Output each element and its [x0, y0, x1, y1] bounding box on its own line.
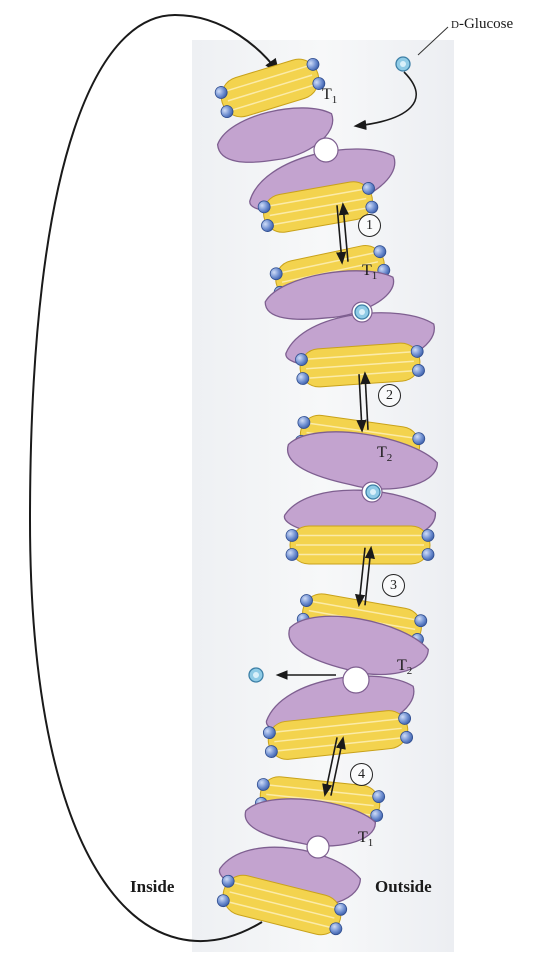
- lipid-head: [412, 364, 425, 377]
- glucose-label: D-Glucose: [451, 16, 513, 33]
- lipid-head: [295, 353, 308, 366]
- lipid-head: [286, 530, 298, 542]
- state-label-2-letter: T: [362, 262, 372, 279]
- lipid-head: [286, 549, 298, 561]
- lipid-head: [411, 345, 424, 358]
- state-label-4: T2: [397, 657, 412, 677]
- state-label-5-sub: 1: [368, 837, 374, 849]
- state-label-4-sub: 2: [407, 665, 413, 677]
- step-marker-2: 2: [378, 384, 401, 407]
- outside-label: Outside: [375, 877, 432, 897]
- glucose-core: [359, 309, 365, 315]
- state-label-4-letter: T: [397, 657, 407, 674]
- state-label-2-sub: 1: [372, 270, 378, 282]
- glucose-label-name: -Glucose: [459, 16, 513, 32]
- lipid-head: [422, 530, 434, 542]
- glucose-core: [253, 672, 259, 678]
- binding-site-open: [343, 667, 369, 693]
- state-label-1-letter: T: [322, 86, 332, 103]
- lipid-head: [422, 549, 434, 561]
- binding-site-open: [307, 836, 329, 858]
- helix-bundle-lower: [286, 526, 434, 564]
- step-marker-3: 3: [382, 574, 405, 597]
- step-marker-1: 1: [358, 214, 381, 237]
- state-label-1-sub: 1: [332, 94, 338, 106]
- glucose-core: [370, 489, 376, 495]
- state-label-2: T1: [362, 262, 377, 282]
- state-label-5: T1: [358, 829, 373, 849]
- state-label-5-letter: T: [358, 829, 368, 846]
- inside-label: Inside: [130, 877, 174, 897]
- state-label-3-letter: T: [377, 444, 387, 461]
- state-label-1: T1: [322, 86, 337, 106]
- state-label-3: T2: [377, 444, 392, 464]
- lipid-head: [296, 372, 309, 385]
- state-label-3-sub: 2: [387, 452, 393, 464]
- step-marker-4: 4: [350, 763, 373, 786]
- glucose-core: [400, 61, 406, 67]
- glucose-label-prefix: D: [451, 19, 459, 31]
- binding-site-open: [314, 138, 338, 162]
